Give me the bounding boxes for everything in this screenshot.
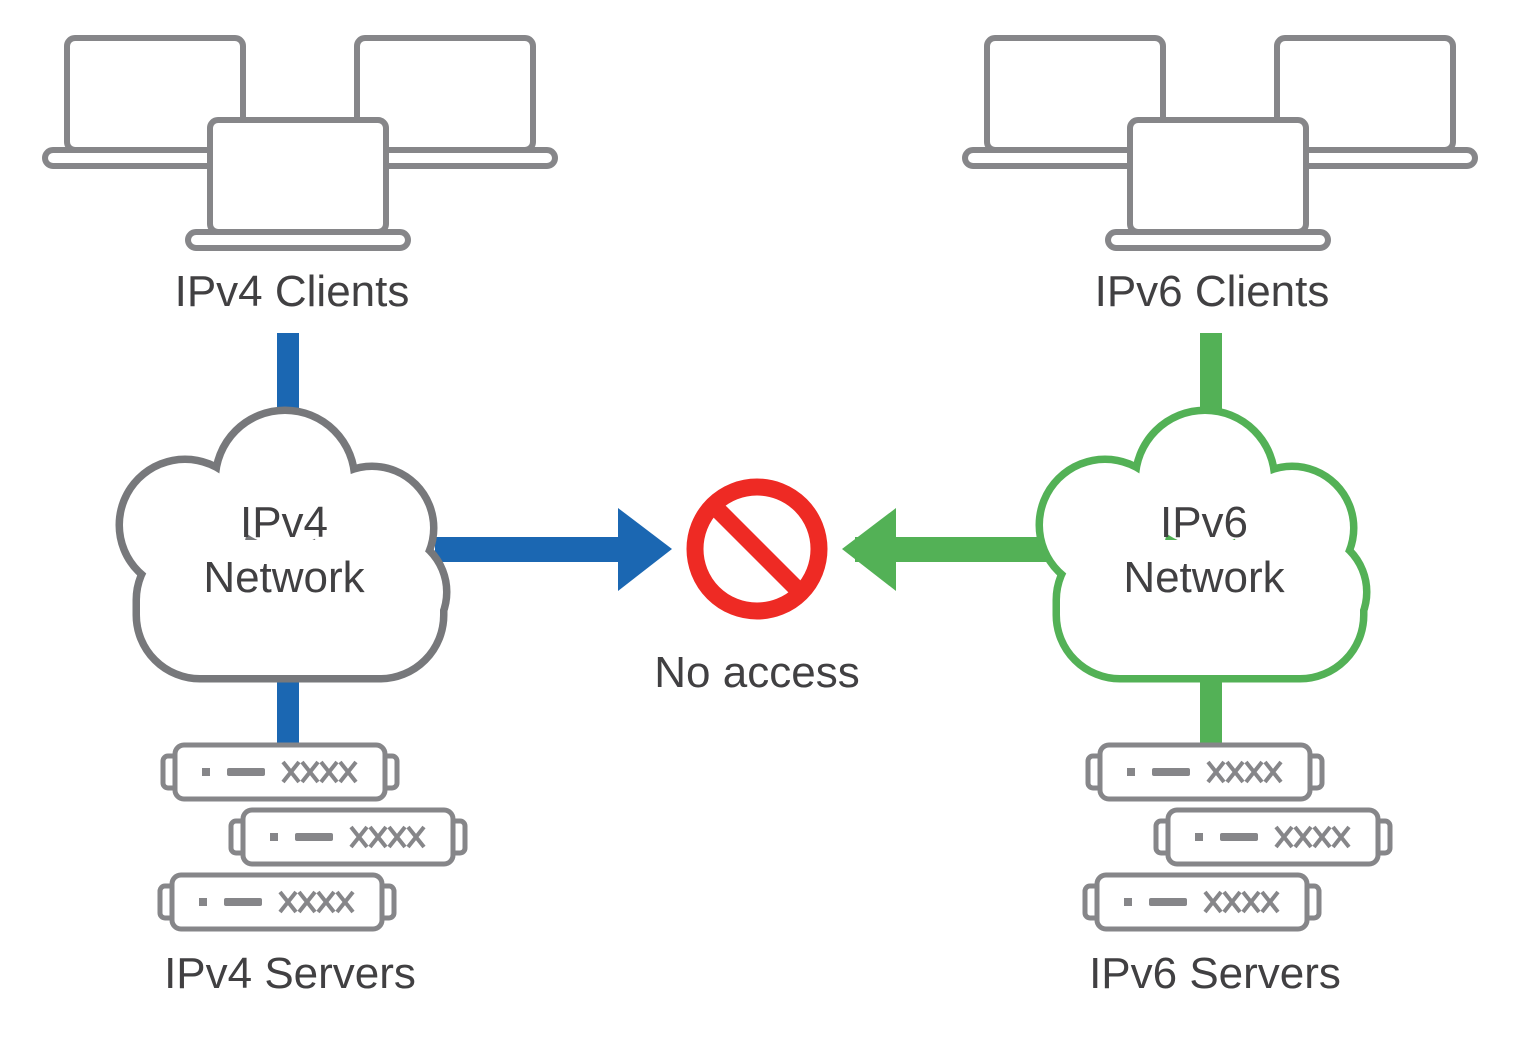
laptop-icon (188, 120, 408, 248)
ipv6-servers: IPv6 Servers (1085, 745, 1390, 998)
arrow-head-left-icon (842, 508, 896, 591)
ipv4-network-label-line2: Network (203, 553, 365, 602)
ipv6-blocked-arrow (842, 508, 1050, 591)
server-icon (1085, 875, 1319, 929)
no-access-label: No access (654, 648, 859, 697)
ipv4-network-cloud: IPv4 Network (123, 414, 443, 675)
no-access: No access (654, 478, 860, 697)
server-icon (1088, 745, 1322, 799)
arrow-shaft (435, 537, 625, 562)
server-icon (160, 875, 394, 929)
ipv6-network-label-line1: IPv6 (1160, 498, 1248, 547)
ipv4-servers: IPv4 Servers (160, 745, 465, 998)
ipv6-clients: IPv6 Clients (965, 38, 1475, 316)
ipv6-servers-label: IPv6 Servers (1089, 949, 1341, 998)
arrow-head-right-icon (618, 508, 672, 591)
ipv6-network-label-line2: Network (1123, 553, 1285, 602)
ipv4-network-label-line1: IPv4 (240, 498, 328, 547)
laptop-icon (1108, 120, 1328, 248)
ipv6-network-cloud: IPv6 Network (1043, 414, 1363, 675)
ipv4-clients-label: IPv4 Clients (175, 267, 410, 316)
no-entry-slash-icon (706, 498, 808, 600)
server-icon (231, 810, 465, 864)
server-icon (163, 745, 397, 799)
ipv4-clients: IPv4 Clients (45, 38, 555, 316)
ipv6-clients-label: IPv6 Clients (1095, 267, 1330, 316)
server-icon (1156, 810, 1390, 864)
ipv4-blocked-arrow (435, 508, 672, 591)
ipv4-servers-label: IPv4 Servers (164, 949, 416, 998)
